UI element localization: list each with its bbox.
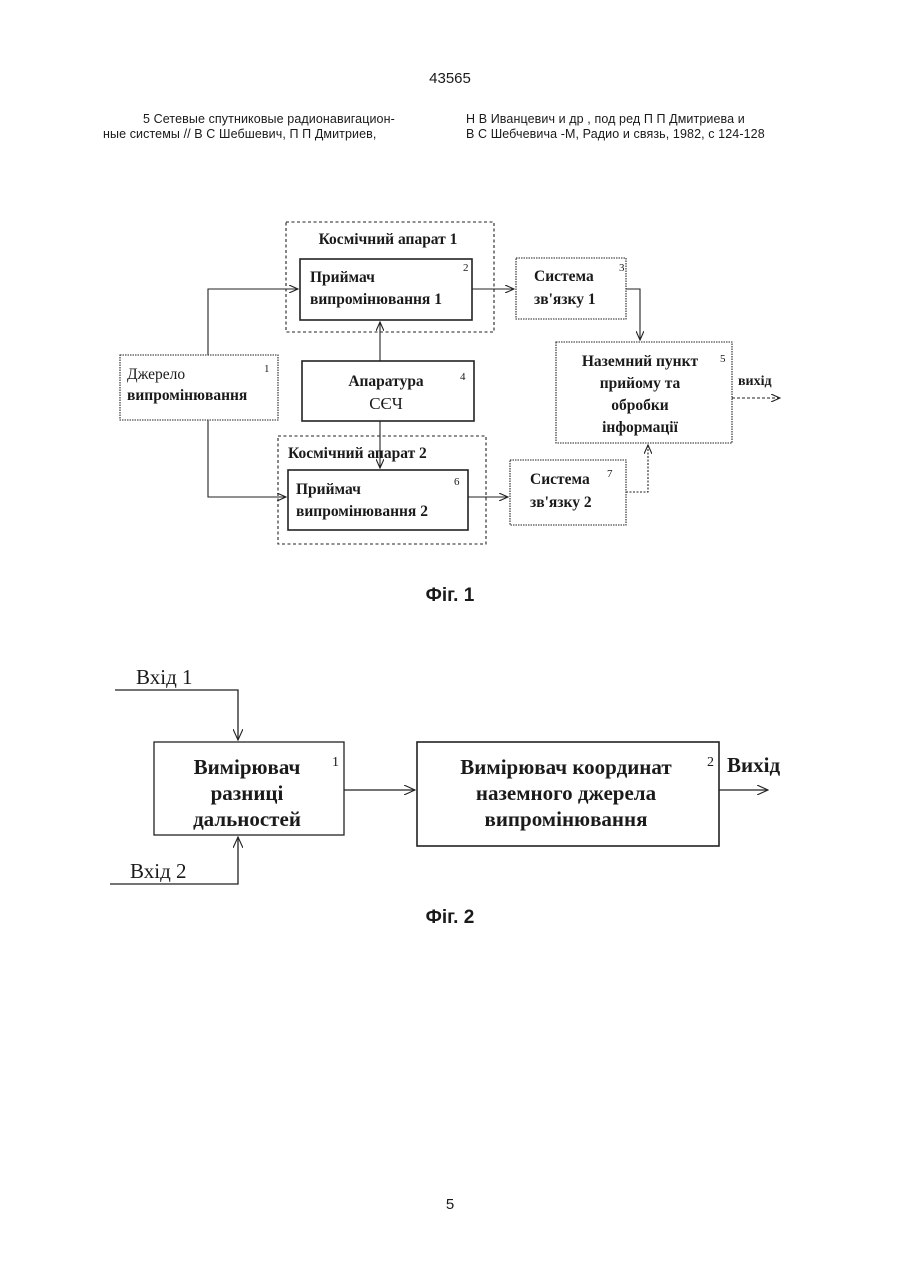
coord-label: Вимірювач координат xyxy=(460,755,672,779)
ground-label: прийому та xyxy=(600,375,681,392)
figure-2-diagram: Вхід 1 Вхід 2 Вимірювач разниці дальност… xyxy=(0,650,900,900)
figure-1-diagram: Космічний апарат 1 Приймач випромінюванн… xyxy=(0,0,900,620)
meter-label: разниці xyxy=(211,781,284,805)
page-number: 5 xyxy=(0,1196,900,1213)
receiver-2-label: Приймач xyxy=(296,481,361,498)
block-number: 5 xyxy=(720,353,726,365)
source-label: Джерело xyxy=(127,366,185,383)
spacecraft-1-label: Космічний апарат 1 xyxy=(319,231,458,248)
connector-arrow xyxy=(208,420,286,497)
block-number: 1 xyxy=(264,363,270,375)
figure-1-caption: Фіг. 1 xyxy=(0,585,900,607)
block-number: 7 xyxy=(607,468,613,480)
input-1-label: Вхід 1 xyxy=(136,665,193,689)
source-label: випромінювання xyxy=(127,387,247,404)
block-number: 4 xyxy=(460,371,466,383)
coord-label: наземного джерела xyxy=(476,781,657,805)
ground-label: Наземний пункт xyxy=(582,353,699,370)
block-number: 6 xyxy=(454,476,460,488)
ground-label: обробки xyxy=(611,397,669,414)
figure-2-caption: Фіг. 2 xyxy=(0,907,900,929)
ground-label: інформації xyxy=(602,419,679,436)
spacecraft-2-label: Космічний апарат 2 xyxy=(288,445,427,462)
coord-label: випромінювання xyxy=(484,807,647,831)
output-label: вихід xyxy=(738,374,772,389)
comm-2-label: зв'язку 2 xyxy=(530,494,592,511)
block-number: 3 xyxy=(619,262,625,274)
output-label: Вихід xyxy=(727,753,780,777)
receiver-2-label: випромінювання 2 xyxy=(296,503,428,520)
block-number: 2 xyxy=(463,262,469,274)
comm-1-label: Система xyxy=(534,268,594,285)
equipment-label: Апаратура xyxy=(348,373,424,390)
receiver-1-label: випромінювання 1 xyxy=(310,291,442,308)
receiver-1-label: Приймач xyxy=(310,269,375,286)
connector-arrow xyxy=(626,289,640,340)
block-number: 2 xyxy=(707,755,714,770)
meter-label: Вимірювач xyxy=(194,755,301,779)
comm-2-label: Система xyxy=(530,471,590,488)
connector-arrow xyxy=(626,445,648,492)
comm-1-label: зв'язку 1 xyxy=(534,291,596,308)
block-number: 1 xyxy=(332,755,339,770)
connector-arrow xyxy=(208,289,298,355)
input-2-label: Вхід 2 xyxy=(130,859,187,883)
input-1-arrow xyxy=(115,690,238,740)
equipment-label: СЄЧ xyxy=(369,394,403,413)
receiver-2-box xyxy=(288,470,468,530)
meter-label: дальностей xyxy=(193,807,301,831)
